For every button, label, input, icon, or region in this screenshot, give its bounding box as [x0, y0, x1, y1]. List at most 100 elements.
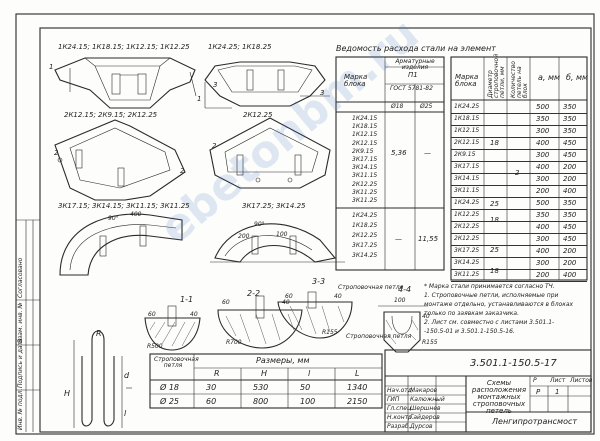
- view-6-title: 3К17.25; 3К14.25: [242, 202, 306, 210]
- dims-value: 30: [206, 383, 217, 392]
- section-4-4-dim: 40: [422, 313, 430, 320]
- view-6-block-3k25: [210, 223, 345, 263]
- view-1-cut-label: 1: [49, 63, 54, 71]
- loops-col-dia: Диаметр строповочной петли, мм: [487, 53, 506, 98]
- loops-b: 200: [563, 175, 577, 183]
- section-4-4-dim: 100: [394, 297, 406, 304]
- consumption-col-mark: Марка блока: [344, 73, 368, 88]
- loops-mark: 1К24.25: [454, 199, 480, 206]
- consumption-table-grid: [335, 56, 445, 271]
- loops-b: 200: [563, 259, 577, 267]
- signature-name: Макаров: [410, 387, 438, 394]
- loops-mark: 3К14.15: [454, 175, 480, 182]
- consumption-group-1-value: 5,36: [391, 149, 407, 157]
- dims-value: 2150: [347, 397, 368, 406]
- loops-b: 350: [563, 103, 577, 111]
- loops-b: 350: [563, 199, 577, 207]
- consumption-group-2-value: 11,55: [418, 235, 439, 243]
- title-org: Ленгипротрансмост: [492, 417, 578, 426]
- loops-dia-group: 25: [490, 246, 499, 254]
- view-4-dim-label: 2: [212, 142, 217, 150]
- dims-value: 530: [253, 383, 269, 392]
- loops-a: 400: [536, 139, 550, 147]
- section-4-4-note: Строповочная петля: [346, 333, 412, 340]
- section-2-2-dim: 60: [222, 299, 230, 306]
- loops-b: 200: [563, 247, 577, 255]
- side-stamp-inv: Инв. № подл.: [17, 388, 24, 430]
- loops-col-mark: Марка блока: [455, 73, 479, 88]
- loop-label-h: H: [64, 389, 71, 398]
- dims-table-row: Ø 18 30 530 50 1340: [150, 381, 382, 395]
- loop-label-l: l: [124, 409, 127, 418]
- view-6-dim: 100: [276, 231, 288, 238]
- loops-dia-group: 25: [490, 200, 499, 208]
- consumption-mark: 1К18.15: [352, 123, 378, 131]
- loop-label-d: d: [124, 371, 130, 380]
- dims-col-loop: Строповочная петля: [154, 356, 199, 369]
- section-1-1: [144, 305, 201, 351]
- loops-a: 400: [536, 247, 550, 255]
- view-5-dim: 400: [130, 211, 142, 218]
- consumption-group-1-dash: —: [424, 149, 431, 157]
- loops-b: 450: [563, 139, 577, 147]
- loops-b: 450: [563, 223, 577, 231]
- dims-diameter: Ø 18: [160, 383, 180, 392]
- loops-a: 200: [536, 187, 550, 195]
- view-6-angle: 90°: [254, 221, 265, 228]
- loops-col-count: Количество петель на блок: [510, 61, 529, 98]
- loops-a: 400: [536, 223, 550, 231]
- consumption-col-fittings: Арматурные изделия: [395, 58, 435, 71]
- loops-mark: 2К12.15: [454, 139, 480, 146]
- consumption-col-d2: Ø25: [420, 103, 433, 110]
- section-3-3-radius: R155: [322, 329, 338, 336]
- side-stamp-sign: Подпись и дата: [17, 338, 24, 388]
- consumption-mark: 3К11.25: [352, 188, 378, 196]
- loops-dia-group: 18: [490, 139, 499, 147]
- loops-b: 350: [563, 127, 577, 135]
- consumption-mark: 1К18.25: [352, 222, 378, 229]
- loops-b: 400: [563, 271, 577, 279]
- section-3-3-label: 3-3: [312, 277, 326, 286]
- dims-table-grid: [149, 353, 383, 409]
- view-1-cut-label: 1: [197, 95, 202, 103]
- loops-col-b: б, мм: [566, 73, 589, 82]
- section-2-2-radius: R700: [226, 339, 242, 346]
- consumption-mark: 3К17.25: [352, 242, 378, 249]
- view-2-title: 1К24.25; 1К18.25: [208, 43, 272, 51]
- dims-value: 50: [300, 383, 311, 392]
- section-1-1-dim: 60: [148, 311, 156, 318]
- loops-a: 400: [536, 163, 550, 171]
- loops-a: 500: [536, 103, 550, 111]
- signature-role: Н.контр.: [387, 414, 414, 421]
- side-stamp-vzam: Взам. инв. №: [17, 302, 24, 343]
- consumption-mark: 1К24.25: [352, 212, 378, 219]
- loops-b: 400: [563, 187, 577, 195]
- loops-mark: 3К17.15: [454, 163, 480, 170]
- loops-mark: 3К11.15: [454, 187, 480, 194]
- view-2-dim-label: 3: [320, 89, 325, 97]
- view-2-block-1k25: [204, 61, 330, 109]
- loops-count: 2: [515, 169, 520, 177]
- consumption-mark: 2К12.25: [352, 232, 378, 239]
- consumption-mark: 2К12.25: [352, 180, 378, 188]
- note-line: только по заявкам заказчика.: [424, 310, 519, 317]
- section-1-1-label: 1-1: [180, 295, 194, 304]
- signature-role: Нач.отд.: [387, 387, 414, 394]
- title-sheets-label: Листов: [570, 377, 593, 384]
- sheet-frame: [15, 13, 595, 435]
- dims-value: 1340: [347, 383, 368, 392]
- title-block-grid: [384, 349, 592, 433]
- loops-a: 350: [536, 211, 550, 219]
- consumption-mark: 3К14.15: [352, 164, 378, 172]
- drawing-title: Схемы расположения монтажных строповочны…: [471, 379, 527, 415]
- consumption-title: Ведомость расхода стали на элемент: [336, 44, 496, 53]
